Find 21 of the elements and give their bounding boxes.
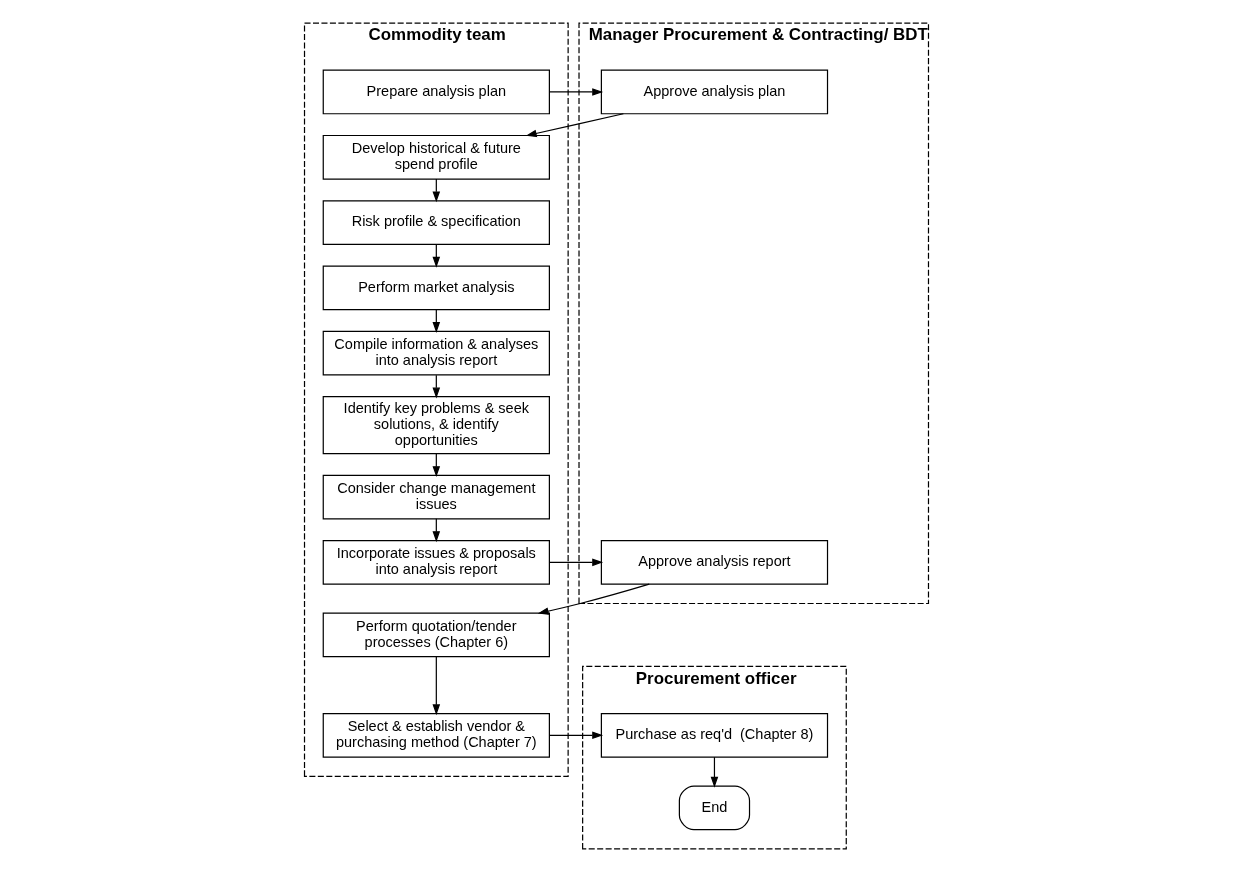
arrow bbox=[710, 756, 719, 788]
node-box: Select & establish vendor & purchasing method (Chapter 7) bbox=[322, 712, 550, 758]
arrow bbox=[537, 583, 650, 615]
node-box: End bbox=[678, 785, 751, 831]
node-box: Purchase as req'd (Chapter 8) bbox=[600, 712, 829, 758]
node-box: Develop historical & future spend profile bbox=[322, 134, 550, 180]
arrow bbox=[549, 558, 604, 567]
node-box: Consider change management issues bbox=[322, 474, 550, 520]
node-box: Compile information & analyses into analysis report bbox=[322, 330, 550, 376]
node-box: Perform market analysis bbox=[322, 265, 550, 311]
node-box: Risk profile & specification bbox=[322, 200, 550, 245]
arrow bbox=[525, 113, 624, 138]
node-box: Approve analysis report bbox=[600, 540, 829, 585]
node-box: Perform quotation/tender processes (Chapter 6) bbox=[322, 612, 550, 658]
node-box: Prepare analysis plan bbox=[322, 69, 550, 115]
node-box: Incorporate issues & proposals into analysis report bbox=[322, 540, 550, 585]
arrow bbox=[549, 731, 604, 740]
node-box: Identify key problems & seek solutions, & identify opportunities bbox=[322, 396, 550, 455]
node-box: Approve analysis plan bbox=[600, 69, 829, 115]
arrow bbox=[432, 656, 441, 716]
arrow bbox=[549, 88, 604, 96]
